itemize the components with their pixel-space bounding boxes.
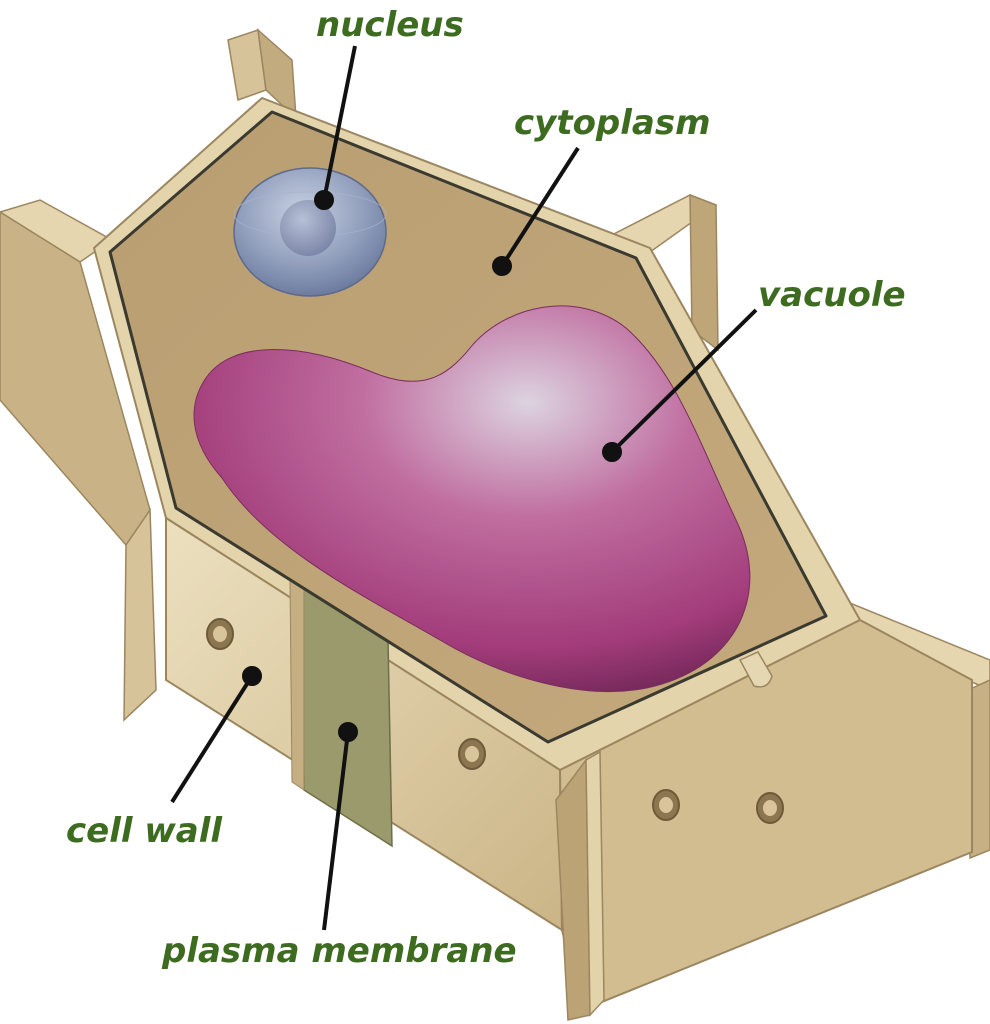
adjacent-cell-walls (0, 28, 990, 860)
label-nucleus: nucleus (316, 5, 464, 45)
label-cell-wall: cell wall (66, 811, 223, 851)
wall-pits (206, 618, 784, 824)
plasma-membrane-leader (322, 731, 350, 931)
nucleus (233, 167, 387, 297)
label-cytoplasm: cytoplasm (514, 103, 711, 143)
cytoplasm-leader (500, 146, 580, 268)
nucleus-leader (322, 45, 357, 201)
cell-wall-leader (170, 674, 254, 804)
label-vacuole: vacuole (758, 275, 906, 315)
vacuole-leader (610, 308, 758, 454)
label-plasma-membrane: plasma membrane (161, 931, 517, 971)
leader-lines (170, 45, 758, 931)
vacuole (193, 305, 751, 692)
